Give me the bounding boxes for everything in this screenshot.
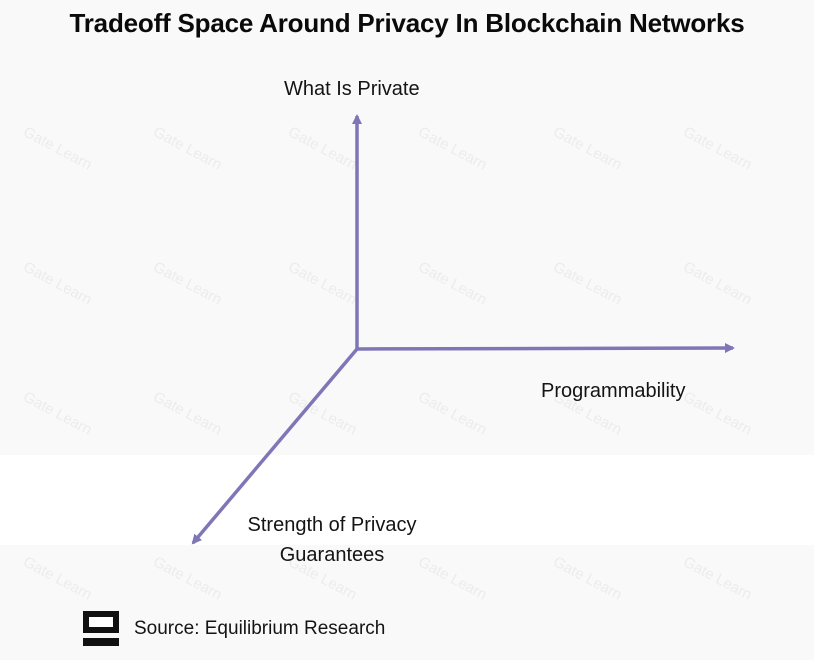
- background-band-bottom: [0, 545, 814, 660]
- diagonal-axis-label-line-2: Guarantees: [279, 544, 385, 566]
- background-band-top: [0, 0, 814, 455]
- diagonal-axis-arrow: [191, 347, 359, 545]
- diagonal-axis-label: Strength of Privacy Guarantees: [232, 510, 432, 570]
- vertical-axis-label: What Is Private: [284, 78, 420, 100]
- source-text: Source: Equilibrium Research: [134, 618, 386, 639]
- horizontal-axis-label: Programmability: [541, 380, 686, 402]
- diagram-title: Tradeoff Space Around Privacy In Blockch…: [69, 8, 745, 38]
- equilibrium-logo-icon: [82, 610, 120, 648]
- horizontal-axis-arrow: [356, 343, 735, 354]
- source-credit: Source: Equilibrium Research: [82, 609, 385, 649]
- diagonal-axis-label-line-1: Strength of Privacy: [247, 514, 417, 536]
